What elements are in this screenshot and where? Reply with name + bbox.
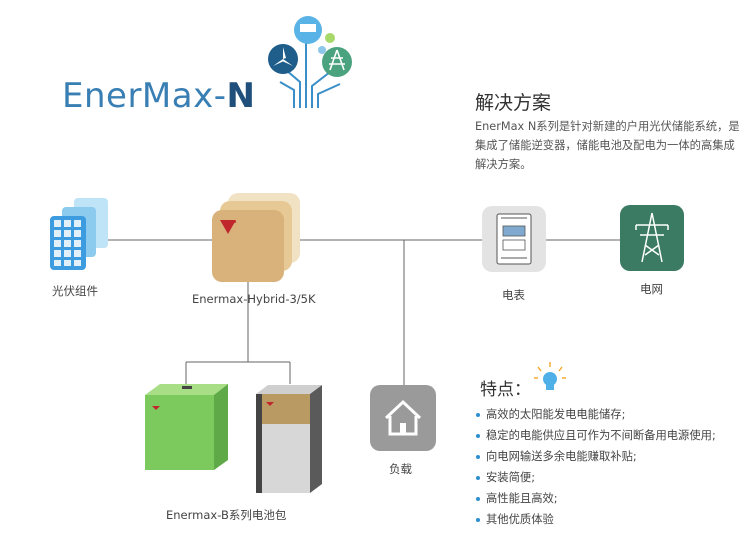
pv-label: 光伏组件 <box>52 284 98 298</box>
solar-panel-icon <box>50 198 108 270</box>
load-label: 负载 <box>389 462 412 476</box>
battery-label: Enermax-B系列电池包 <box>166 508 287 522</box>
brand-logo-text: EnerMax-N <box>62 76 256 116</box>
solution-title: 解决方案 <box>475 92 552 114</box>
lightbulb-icon <box>534 362 566 390</box>
inverter-icon <box>212 193 300 282</box>
meter-label: 电表 <box>502 288 525 302</box>
battery-icon <box>145 384 228 470</box>
tall-battery-icon <box>256 385 322 493</box>
feature-item: 安装简便; <box>476 467 716 488</box>
feature-item: 稳定的电能供应且可作为不间断备用电源使用; <box>476 425 716 446</box>
feature-item: 高性能且高效; <box>476 488 716 509</box>
features-title: 特点： <box>480 380 531 400</box>
meter-icon <box>482 206 546 272</box>
feature-item: 其他优质体验 <box>476 509 716 530</box>
feature-item: 向电网输送多余电能赚取补贴; <box>476 446 716 467</box>
feature-item: 高效的太阳能发电电能储存; <box>476 404 716 425</box>
solution-description: EnerMax N系列是针对新建的户用光伏储能系统，是集成了储能逆变器，储能电池… <box>475 120 740 171</box>
inverter-label: Enermax-Hybrid-3/5K <box>192 292 316 306</box>
tree-logo-icon <box>268 16 352 108</box>
connection-lines <box>108 239 620 386</box>
features-list: 高效的太阳能发电电能储存; 稳定的电能供应且可作为不间断备用电源使用; 向电网输… <box>476 404 716 530</box>
pylon-icon <box>620 205 684 271</box>
grid-label: 电网 <box>640 282 663 296</box>
house-icon <box>370 385 436 451</box>
